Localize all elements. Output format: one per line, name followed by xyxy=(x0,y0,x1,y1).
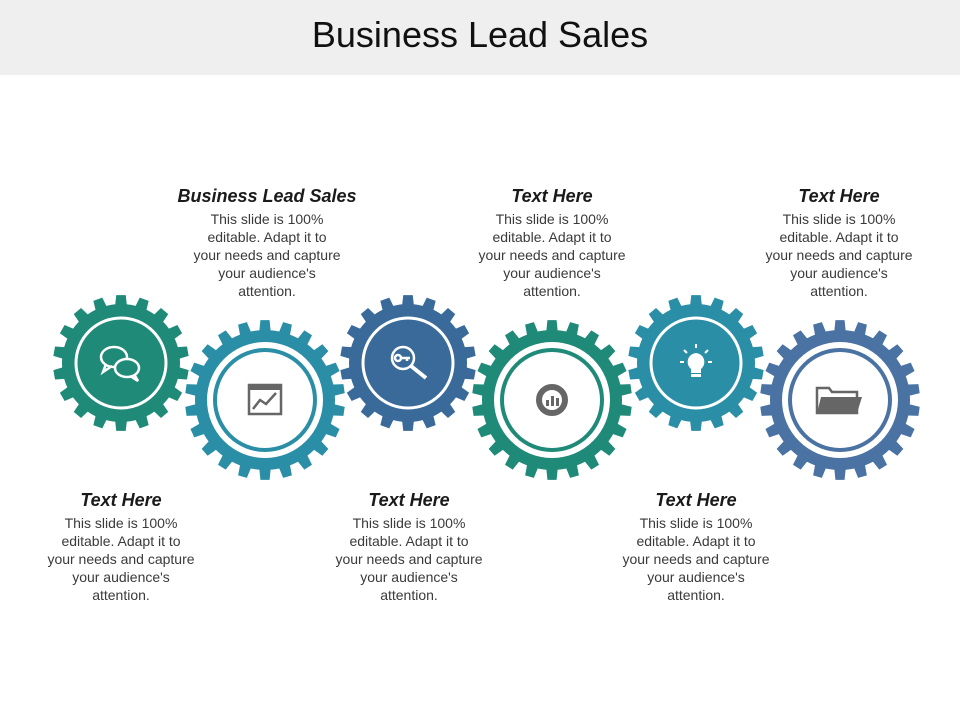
block-heading: Text Here xyxy=(80,490,162,510)
block-body: This slide is 100% editable. Adapt it to… xyxy=(193,211,341,299)
gear-1 xyxy=(53,295,189,431)
folder-icon xyxy=(815,386,862,415)
text-block-5: Text Here This slide is 100% editable. A… xyxy=(299,489,519,604)
key-magnifier-icon xyxy=(390,345,428,380)
gear-6 xyxy=(760,320,920,480)
block-heading: Text Here xyxy=(511,186,593,206)
gear-4-inner-ring xyxy=(500,348,604,452)
lightbulb-icon xyxy=(680,344,712,377)
chat-bubbles-icon xyxy=(99,345,141,383)
gear-5 xyxy=(628,295,764,431)
block-body: This slide is 100% editable. Adapt it to… xyxy=(622,515,770,603)
block-heading: Text Here xyxy=(368,490,450,510)
slide-title: Business Lead Sales xyxy=(311,14,649,55)
gear-3-inner-ring xyxy=(361,316,455,410)
gear-4 xyxy=(472,320,632,480)
gear-6-inner-ring xyxy=(788,348,892,452)
text-block-6: Text Here This slide is 100% editable. A… xyxy=(586,489,806,604)
block-heading: Text Here xyxy=(655,490,737,510)
gear-5-inner-ring xyxy=(649,316,743,410)
gear-1-inner-ring xyxy=(74,316,168,410)
gear-2-inner-ring xyxy=(213,348,317,452)
donut-chart-icon xyxy=(536,384,568,416)
block-body: This slide is 100% editable. Adapt it to… xyxy=(47,515,195,603)
gear-2-inner-white xyxy=(207,342,323,458)
block-body: This slide is 100% editable. Adapt it to… xyxy=(335,515,483,603)
block-body: This slide is 100% editable. Adapt it to… xyxy=(765,211,913,299)
block-heading: Text Here xyxy=(798,186,880,206)
gear-2 xyxy=(185,320,345,480)
text-block-3: Text Here This slide is 100% editable. A… xyxy=(729,185,949,300)
gear-3 xyxy=(340,295,476,431)
block-heading: Business Lead Sales xyxy=(177,186,357,206)
text-block-4: Text Here This slide is 100% editable. A… xyxy=(11,489,231,604)
block-body: This slide is 100% editable. Adapt it to… xyxy=(478,211,626,299)
text-block-2: Text Here This slide is 100% editable. A… xyxy=(442,185,662,300)
line-chart-icon xyxy=(247,383,283,416)
title-bar xyxy=(0,0,960,75)
text-block-1: Business Lead Sales This slide is 100% e… xyxy=(157,185,377,300)
gear-3-teeth xyxy=(340,295,476,431)
